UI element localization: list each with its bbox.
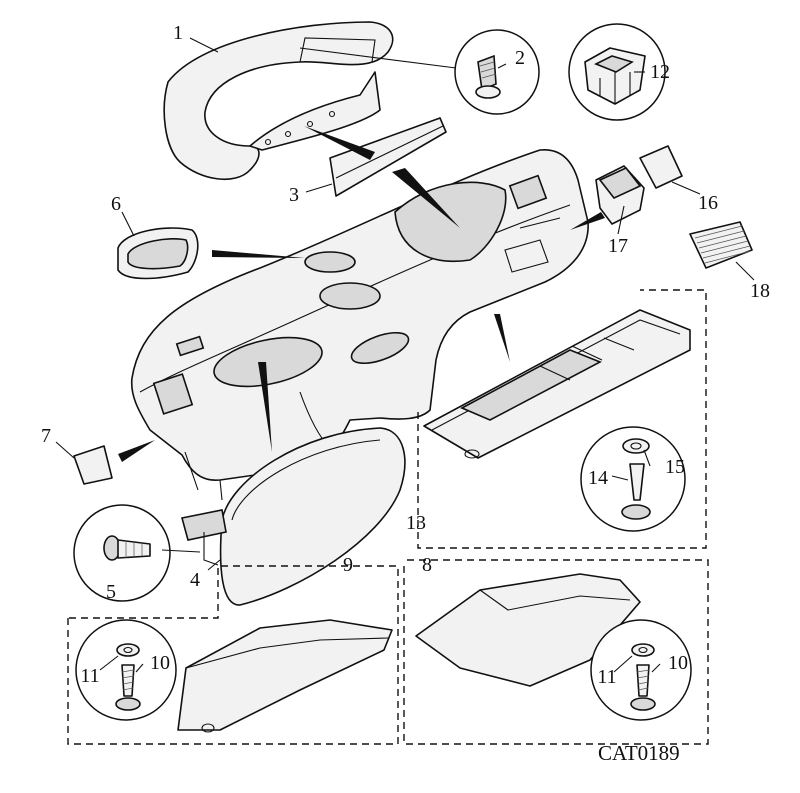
callout-13: 13 xyxy=(406,512,426,534)
callout-11-left: 11 xyxy=(80,665,99,687)
part-4-glovebox-lid xyxy=(181,427,406,606)
callout-12: 12 xyxy=(650,61,670,83)
callout-15: 15 xyxy=(665,456,685,478)
part-6-bezel xyxy=(117,227,199,280)
part-5-bolt-inset xyxy=(73,504,171,602)
dashboard-fascia xyxy=(130,149,589,501)
callout-14: 14 xyxy=(588,467,608,489)
callout-7: 7 xyxy=(41,425,51,447)
callout-5: 5 xyxy=(106,581,116,603)
callout-6: 6 xyxy=(111,193,121,215)
part-13-tray-group xyxy=(417,289,707,549)
callout-1: 1 xyxy=(173,22,183,44)
callout-4: 4 xyxy=(190,569,200,591)
part-16-cover xyxy=(639,145,683,189)
callout-3: 3 xyxy=(289,184,299,206)
callout-17: 17 xyxy=(608,235,628,257)
part-3-trim-strip xyxy=(329,117,447,197)
callout-8: 8 xyxy=(422,554,432,576)
callout-16: 16 xyxy=(698,192,718,214)
part-9-lower-panel-group xyxy=(67,565,399,745)
assembly-arrows xyxy=(118,126,605,462)
leader-lines xyxy=(55,37,755,673)
part-18-grille xyxy=(689,221,753,269)
part-10-11-fastener-inset-left xyxy=(75,619,177,721)
callout-11-right: 11 xyxy=(597,666,616,688)
callout-9: 9 xyxy=(343,554,353,576)
catalog-code: CAT0189 xyxy=(598,741,680,765)
part-12-clip-inset xyxy=(568,23,666,121)
part-1-instrument-cowl xyxy=(163,21,394,181)
callout-10-right: 10 xyxy=(668,652,688,674)
part-14-15-fastener-inset xyxy=(580,426,686,532)
callout-labels: 1 2 3 4 5 6 7 8 9 10 10 11 11 12 13 14 1… xyxy=(41,22,770,688)
callout-10-left: 10 xyxy=(150,652,170,674)
callout-2: 2 xyxy=(515,47,525,69)
part-7-end-cap xyxy=(73,445,113,485)
callout-18: 18 xyxy=(750,280,770,302)
part-10-11-fastener-inset-right xyxy=(590,619,692,721)
part-8-lower-panel-group xyxy=(403,559,709,745)
part-17-switch xyxy=(595,165,645,225)
part-2-screw-inset xyxy=(454,29,540,115)
